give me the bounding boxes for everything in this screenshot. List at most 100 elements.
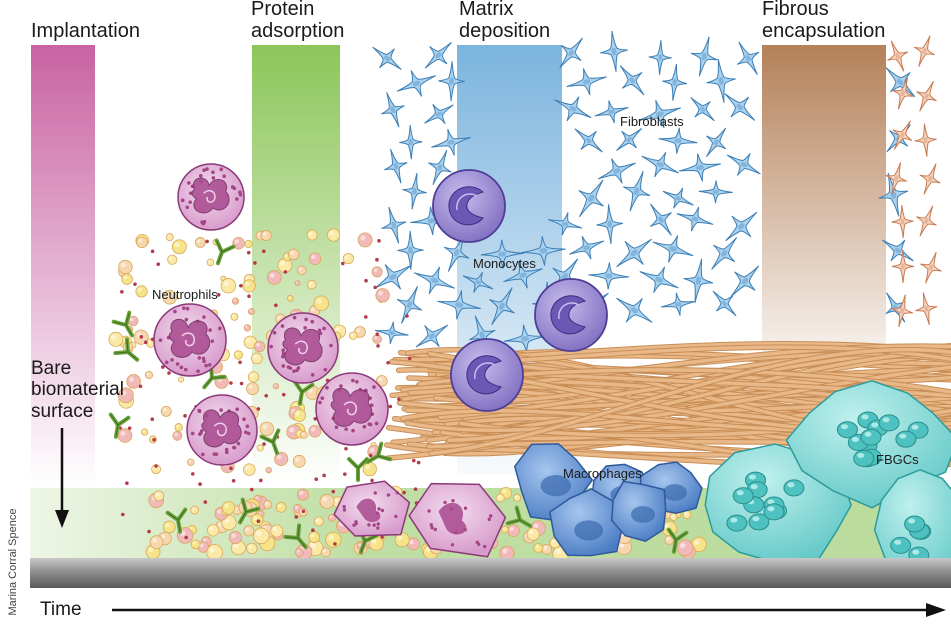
protein-dot [331,489,336,494]
substrate-slab [30,558,951,588]
fibroblast [662,187,694,209]
protein-dot [274,303,278,308]
protein-dot [262,249,266,254]
protein-dot [239,283,243,288]
protein-dot [377,239,381,243]
protein-particle [250,513,264,527]
protein-particle [362,461,377,477]
neutrophil-cell [177,163,245,231]
protein-dot [397,397,401,402]
fibroblast [574,128,603,153]
fibroblast [661,292,696,316]
protein-dot [139,335,144,339]
down-arrow-icon [55,510,69,528]
protein-dot [205,239,209,244]
protein-particle [272,383,279,390]
protein-dot [376,344,380,348]
antibody-icon [111,310,134,338]
protein-dot [152,437,156,442]
antibody-icon [259,428,281,456]
protein-particle [135,285,148,298]
time-arrow-icon [926,603,946,617]
antibody-icon [108,412,131,439]
fibroblast [566,68,607,96]
fibroblast-mature [892,77,914,110]
protein-particle [194,237,206,248]
monocyte-group [432,169,608,412]
protein-dot [183,414,187,418]
protein-particle [286,295,294,302]
protein-particle [252,527,270,545]
protein-particle [244,239,253,249]
fibroblast [726,153,761,176]
protein-dot [184,535,188,540]
protein-dot [413,487,418,491]
protein-particle [221,501,236,515]
protein-particle [501,525,509,534]
protein-particle [294,547,304,557]
protein-dot [405,314,409,318]
fibroblast [650,203,672,236]
protein-particle [206,544,223,561]
protein-particle [292,454,306,468]
protein-particle [149,535,164,550]
fibroblast [676,206,714,232]
protein-particle [266,270,282,285]
protein-dot [416,460,421,465]
protein-particle [231,297,240,305]
label-time: Time [40,599,82,620]
protein-dot [143,340,148,345]
antibody-icon [292,379,315,406]
fbgc-group [704,380,951,589]
fibroblast [679,153,721,182]
fibroblast [396,285,423,324]
protein-particle [308,531,321,543]
fibroblast [648,40,672,75]
protein-particle [407,537,420,551]
protein-particle [349,331,358,340]
label-bare-biomaterial-surface: Bare biomaterial surface [31,358,124,422]
protein-particle [108,331,124,347]
protein-particle [308,252,322,266]
fibroblast [881,239,914,262]
fibroblast [662,63,688,101]
protein-particle [136,236,148,249]
protein-particle [274,451,289,466]
protein-particle [371,266,383,278]
label-fbgcs: FBGCs [876,452,919,467]
protein-particle [375,375,388,387]
protein-particle [126,374,141,389]
neutrophil-group [153,163,507,558]
protein-dot [343,472,347,476]
protein-particle [251,352,263,365]
protein-particle [162,520,176,534]
fibroblast [690,36,718,77]
fibroblast [578,179,604,218]
stage-title-matrix-deposition: Matrix deposition [459,0,551,42]
column-fibrous-encapsulation [762,45,886,355]
protein-dot [133,282,137,286]
macrophage-cell [610,480,667,542]
protein-particle [243,335,257,349]
protein-particle [118,259,133,275]
fibroblast [698,180,733,204]
fibroblast-mature [891,249,915,283]
protein-particle [253,340,266,353]
fibroblast-mature [916,205,937,237]
protein-dot [388,404,393,409]
protein-dot [311,528,315,533]
fibroblast [712,290,737,317]
protein-particle [294,280,301,287]
protein-particle [259,421,274,436]
fibroblast [641,151,679,178]
fibroblast [683,258,714,303]
protein-dot [167,371,171,375]
fibroblast [690,97,715,122]
column-implantation [31,45,95,485]
protein-particle [246,542,258,555]
protein-particle [228,530,242,545]
fibroblast [658,127,698,154]
protein-particle [299,431,308,439]
neutrophil-cell [153,303,227,377]
